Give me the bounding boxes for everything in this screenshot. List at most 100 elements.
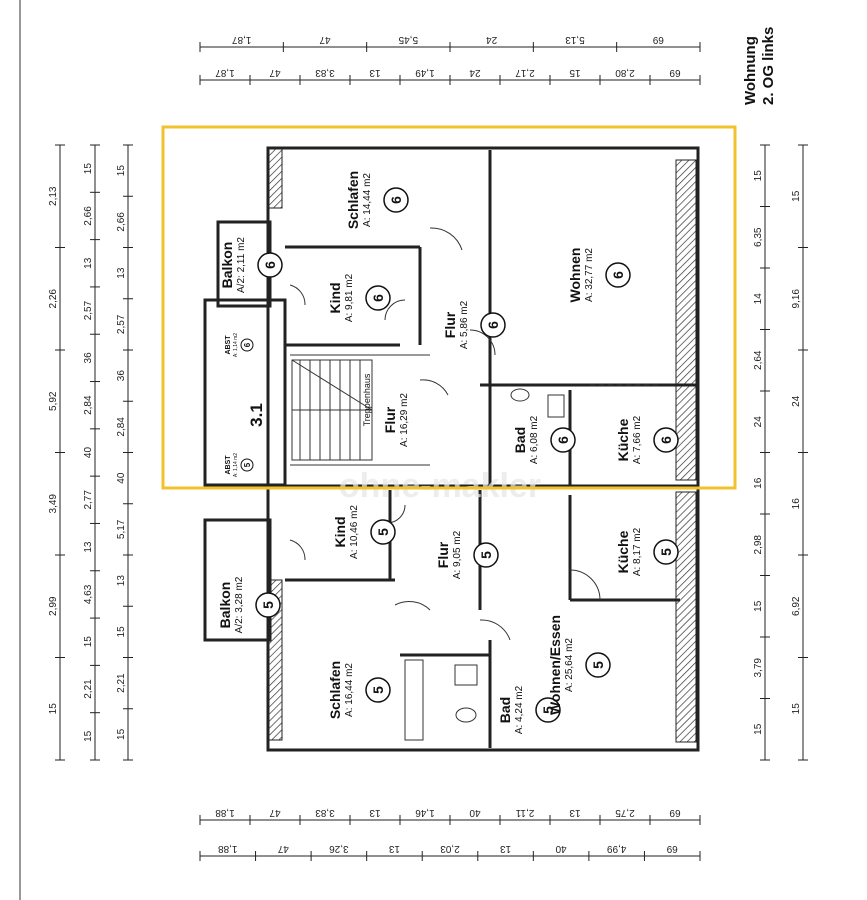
room-area: A/2: 3,28 m2 bbox=[234, 576, 245, 633]
room-area: A: 7,66 m2 bbox=[632, 415, 643, 464]
room-number: 6 bbox=[485, 321, 501, 329]
dim-label: 15 bbox=[753, 723, 764, 735]
dim-label: 1,87 bbox=[215, 67, 235, 78]
dim-label: 24 bbox=[486, 34, 498, 45]
dim-label: 15 bbox=[48, 703, 59, 715]
room-name: Bad bbox=[512, 427, 528, 453]
room-number-circle bbox=[653, 427, 679, 453]
dim-label: 69 bbox=[666, 843, 678, 854]
dim-label: 40 bbox=[83, 447, 94, 459]
room-number-circle bbox=[585, 652, 611, 678]
room-number-circle bbox=[383, 187, 409, 213]
dim-label: 2,98 bbox=[753, 535, 764, 555]
room-name: Kind bbox=[327, 282, 343, 313]
dim-label: 2,57 bbox=[116, 314, 127, 334]
dim-label: 36 bbox=[116, 370, 127, 382]
room-name: Flur bbox=[435, 541, 451, 568]
dim-label: 15 bbox=[83, 163, 94, 175]
dim-label: 15 bbox=[83, 730, 94, 742]
title-line1: Wohnung bbox=[742, 36, 759, 105]
dim-label: 13 bbox=[388, 843, 400, 854]
room-number: 6 bbox=[555, 436, 571, 444]
dim-label: 2,13 bbox=[48, 186, 59, 206]
dim-label: 2,21 bbox=[83, 679, 94, 699]
dim-label: 3,49 bbox=[48, 494, 59, 514]
dim-label: 2,17 bbox=[515, 67, 535, 78]
room-name: Balkon bbox=[217, 582, 233, 629]
dim-label: 15 bbox=[791, 703, 802, 715]
room-area: A: 9,81 m2 bbox=[344, 273, 355, 322]
room-number-circle bbox=[255, 592, 281, 618]
room-number: 6 bbox=[610, 271, 626, 279]
dim-label: 47 bbox=[277, 843, 289, 854]
room-name: Balkon bbox=[219, 242, 235, 289]
dim-label: 2,66 bbox=[116, 212, 127, 232]
room-number: 5 bbox=[590, 661, 606, 669]
watermark-text: ohne-makler bbox=[339, 467, 541, 505]
dim-label: 69 bbox=[669, 807, 681, 818]
dim-label: 16 bbox=[753, 477, 764, 489]
dim-label: 2,84 bbox=[116, 417, 127, 437]
dim-label: 15 bbox=[83, 636, 94, 648]
room-number-circle bbox=[605, 262, 631, 288]
dim-label: 36 bbox=[83, 352, 94, 364]
dim-label: 24 bbox=[791, 395, 802, 407]
dim-label: 15 bbox=[753, 600, 764, 612]
room-number: 5 bbox=[260, 601, 276, 609]
dim-label: 47 bbox=[269, 67, 281, 78]
room-number-circle bbox=[653, 539, 679, 565]
dim-label: 2,84 bbox=[83, 395, 94, 415]
room-number-circle bbox=[473, 542, 499, 568]
dim-label: 2,26 bbox=[48, 289, 59, 309]
room-number: 6 bbox=[388, 196, 404, 204]
dim-label: 5,45 bbox=[398, 34, 418, 45]
balkon5-outline bbox=[203, 518, 272, 642]
abst-number: 5 bbox=[243, 462, 252, 467]
abst-number: 6 bbox=[243, 342, 252, 347]
dim-label: 2,64 bbox=[753, 350, 764, 370]
dim-label: 2,75 bbox=[615, 807, 635, 818]
room-area: A: 6,08 m2 bbox=[529, 415, 540, 464]
dim-label: 6,35 bbox=[753, 227, 764, 247]
room-number-circle bbox=[370, 519, 396, 545]
dim-label: 3,83 bbox=[315, 807, 335, 818]
dim-label: 13 bbox=[369, 807, 381, 818]
dim-label: 2,99 bbox=[48, 596, 59, 616]
abst-number-circle bbox=[240, 338, 254, 352]
dim-label: 15 bbox=[116, 626, 127, 638]
abst-name: ABST bbox=[225, 455, 232, 475]
dim-label: 1,88 bbox=[218, 843, 238, 854]
room-number: 6 bbox=[262, 261, 278, 269]
dim-label: 2,21 bbox=[116, 673, 127, 693]
dim-label: 69 bbox=[669, 67, 681, 78]
room-area: A: 4,24 m2 bbox=[514, 685, 525, 734]
interior-walls bbox=[285, 150, 698, 748]
room-area: A: 16,44 m2 bbox=[344, 663, 355, 717]
dim-label: 1,88 bbox=[215, 807, 235, 818]
dim-label: 6,92 bbox=[791, 596, 802, 616]
dim-label: 3,83 bbox=[315, 67, 335, 78]
dim-label: 1,46 bbox=[415, 807, 435, 818]
dim-label: 2,77 bbox=[83, 490, 94, 510]
room-name: Schlafen bbox=[345, 171, 361, 229]
dim-label: 4,63 bbox=[83, 584, 94, 604]
